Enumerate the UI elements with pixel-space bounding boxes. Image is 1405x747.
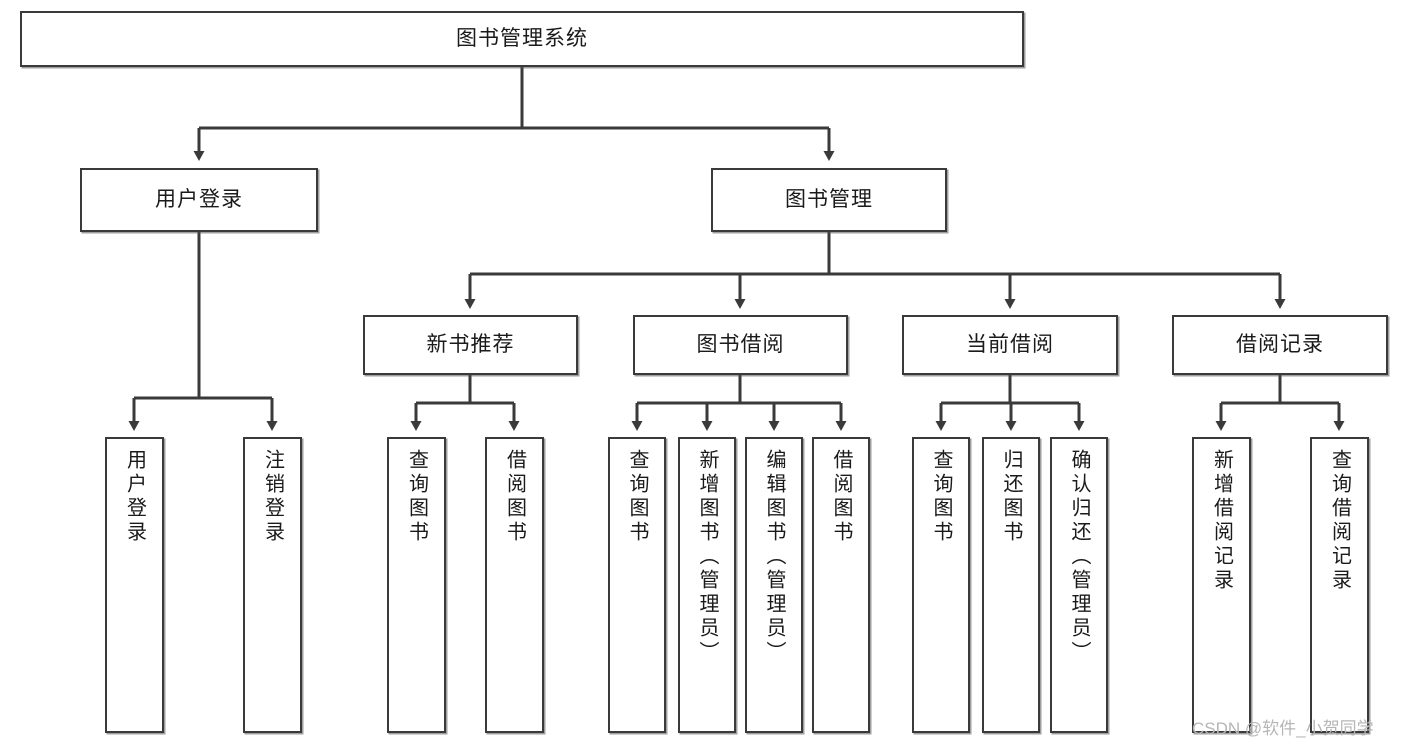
node-book-management-label: 图书管理 (785, 187, 873, 211)
node-user-login[interactable]: 用户登录 (80, 168, 318, 232)
node-user-login-label: 用户登录 (155, 187, 243, 211)
leaf-newbook-query-book[interactable]: 查询图书 (387, 437, 446, 733)
leaf-record-query-record-label: 查询借阅记录 (1328, 449, 1351, 593)
leaf-borrow-borrow-book[interactable]: 借阅图书 (812, 437, 870, 733)
leaf-login-logout-label: 注销登录 (261, 449, 284, 545)
leaf-current-return-book-label: 归还图书 (1000, 449, 1022, 545)
leaf-login-user-login-label: 用户登录 (123, 449, 146, 545)
leaf-newbook-borrow-book-label: 借阅图书 (503, 449, 526, 545)
node-book-borrow-label: 图书借阅 (696, 332, 785, 356)
leaf-newbook-borrow-book[interactable]: 借阅图书 (485, 437, 544, 733)
leaf-borrow-add-book-label: 新增图书（管理员） (696, 449, 718, 665)
leaf-borrow-edit-book-label: 编辑图书（管理员） (763, 449, 785, 665)
node-book-borrow[interactable]: 图书借阅 (633, 315, 848, 375)
node-root[interactable]: 图书管理系统 (20, 11, 1024, 67)
leaf-borrow-borrow-book-label: 借阅图书 (830, 449, 852, 545)
leaf-current-return-book[interactable]: 归还图书 (982, 437, 1040, 733)
leaf-current-confirm-return-label: 确认归还（管理员） (1068, 449, 1090, 665)
node-book-management[interactable]: 图书管理 (711, 168, 947, 232)
leaf-borrow-add-book[interactable]: 新增图书（管理员） (678, 437, 736, 733)
leaf-record-add-record-label: 新增借阅记录 (1210, 449, 1233, 593)
leaf-login-logout[interactable]: 注销登录 (243, 437, 302, 733)
leaf-record-add-record[interactable]: 新增借阅记录 (1192, 437, 1251, 733)
node-borrow-record-label: 借阅记录 (1236, 332, 1324, 356)
node-current-borrow[interactable]: 当前借阅 (902, 315, 1118, 375)
leaf-record-query-record[interactable]: 查询借阅记录 (1310, 437, 1369, 733)
leaf-borrow-query-book[interactable]: 查询图书 (608, 437, 666, 733)
leaf-current-query-book[interactable]: 查询图书 (912, 437, 970, 733)
leaf-borrow-edit-book[interactable]: 编辑图书（管理员） (745, 437, 803, 733)
leaf-login-user-login[interactable]: 用户登录 (105, 437, 164, 733)
node-current-borrow-label: 当前借阅 (966, 332, 1054, 356)
node-borrow-record[interactable]: 借阅记录 (1172, 315, 1388, 375)
node-root-label: 图书管理系统 (456, 26, 588, 50)
leaf-newbook-query-book-label: 查询图书 (405, 449, 428, 545)
leaf-current-confirm-return[interactable]: 确认归还（管理员） (1050, 437, 1108, 733)
node-new-book-recommend-label: 新书推荐 (426, 332, 515, 356)
leaf-current-query-book-label: 查询图书 (930, 449, 952, 545)
node-new-book-recommend[interactable]: 新书推荐 (363, 315, 578, 375)
leaf-borrow-query-book-label: 查询图书 (626, 449, 648, 545)
